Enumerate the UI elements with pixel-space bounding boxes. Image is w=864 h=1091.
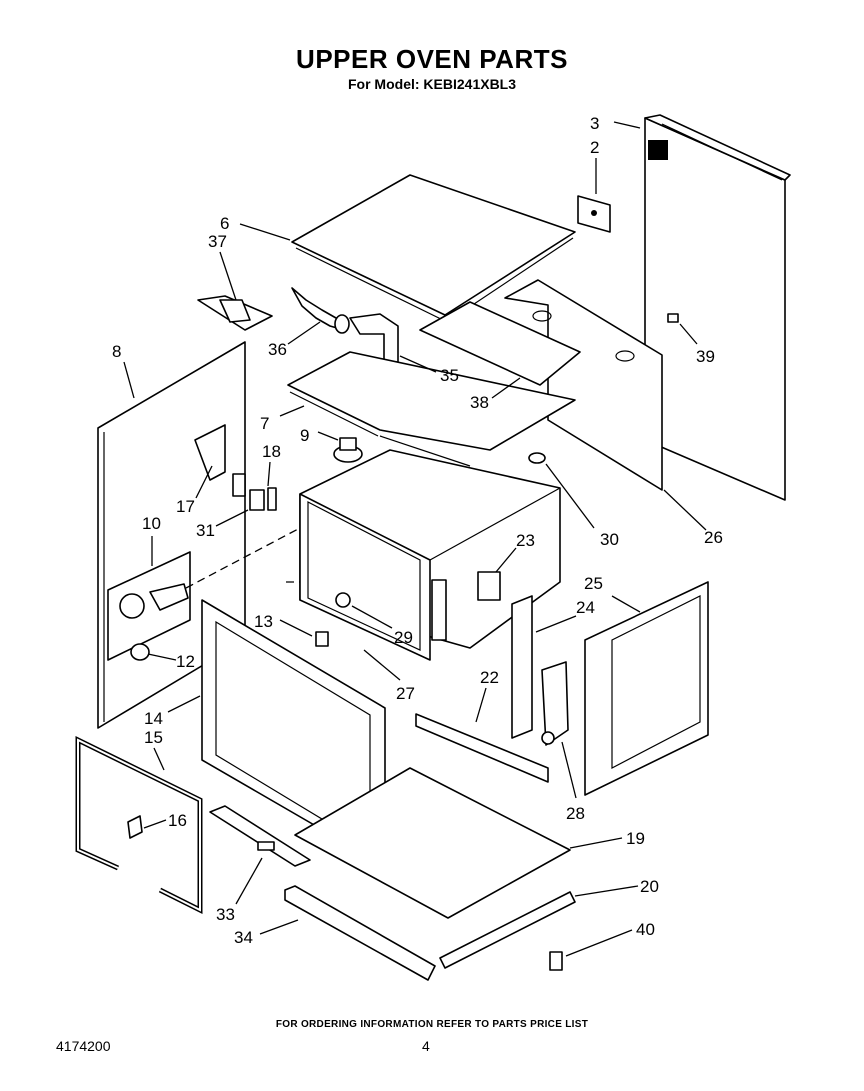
callout-26: 26	[704, 528, 723, 547]
callout-35: 35	[440, 366, 459, 385]
callout-22: 22	[480, 668, 499, 687]
part-10-light-assembly	[107, 551, 191, 661]
part-16-clip	[127, 815, 143, 839]
part-3-side-panel	[644, 114, 791, 501]
part-19-bottom-panel	[294, 767, 571, 919]
part-39-clip	[667, 313, 679, 323]
callout-20: 20	[640, 877, 659, 896]
part-18-switch	[232, 473, 277, 511]
part-22-rail	[415, 713, 549, 783]
part-38-back-plate	[419, 279, 663, 491]
callout-34: 34	[234, 928, 253, 947]
callout-23: 23	[516, 531, 535, 550]
part-28-hinge	[541, 661, 569, 746]
part-37-vent	[197, 295, 273, 331]
part-25-door-panel	[584, 581, 709, 796]
callout-37: 37	[208, 232, 227, 251]
callout-19: 19	[626, 829, 645, 848]
part-30-plug	[528, 452, 546, 464]
callout-6: 6	[220, 214, 229, 233]
callout-3: 3	[590, 114, 599, 133]
callout-33: 33	[216, 905, 235, 924]
page-title: UPPER OVEN PARTS	[296, 44, 568, 74]
model-subtitle: For Model: KEBI241XBL3	[347, 76, 517, 92]
part-23-bracket	[477, 571, 501, 601]
callout-15: 15	[144, 728, 163, 747]
part-36-tube	[291, 287, 350, 334]
callout-24: 24	[576, 598, 595, 617]
ordering-note: FOR ORDERING INFORMATION REFER TO PARTS …	[275, 1019, 589, 1030]
callout-31: 31	[196, 521, 215, 540]
callout-30: 30	[600, 530, 619, 549]
callout-14: 14	[144, 709, 163, 728]
callout-18: 18	[262, 442, 281, 461]
document-number: 4174200	[56, 1038, 111, 1054]
part-33-vent	[209, 805, 311, 867]
callout-39: 39	[696, 347, 715, 366]
callout-16: 16	[168, 811, 187, 830]
part-20-trim	[439, 891, 576, 969]
callout-25: 25	[584, 574, 603, 593]
callout-28: 28	[566, 804, 585, 823]
callout-13: 13	[254, 612, 273, 631]
part-15-gasket	[75, 735, 203, 915]
part-7-top-shield	[287, 351, 576, 467]
callout-10: 10	[142, 514, 161, 533]
callout-36: 36	[268, 340, 287, 359]
part-40-clip	[549, 951, 563, 971]
callout-38: 38	[470, 393, 489, 412]
callout-17: 17	[176, 497, 195, 516]
part-17-bracket	[194, 424, 226, 481]
part-9-sensor	[333, 437, 363, 463]
part-2-bracket	[577, 195, 611, 233]
callout-7: 7	[260, 414, 269, 433]
part-24-bracket	[511, 595, 533, 739]
callout-8: 8	[112, 342, 121, 361]
callout-27: 27	[396, 684, 415, 703]
callout-40: 40	[636, 920, 655, 939]
part-13-clip	[315, 631, 329, 647]
part-34-toe-kick	[284, 885, 436, 981]
callout-29: 29	[394, 628, 413, 647]
page-number: 4	[422, 1038, 430, 1054]
callout-2: 2	[590, 138, 599, 157]
callout-12: 12	[176, 652, 195, 671]
callout-9: 9	[300, 426, 309, 445]
